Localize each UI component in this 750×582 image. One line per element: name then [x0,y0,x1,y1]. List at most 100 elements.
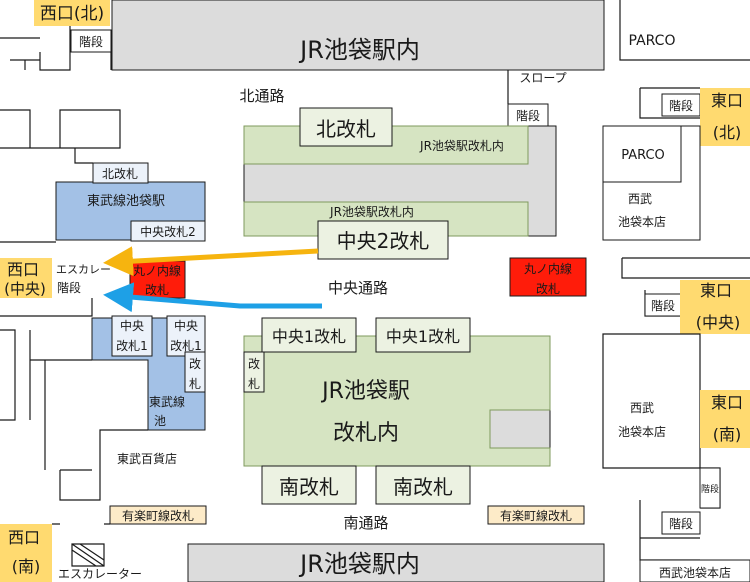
west-south-exit-label-2: (南) [12,557,41,576]
jr-north-gate[interactable] [299,107,393,147]
south-passage-label: 南通路 [343,514,388,532]
tobu-lower-label-1: 東武線 [149,394,185,409]
jr-central1-gate-b-label: 中央1改札 [386,327,460,346]
route-arrow-blue [103,282,322,313]
seibu-north-label-1: 西武 [628,192,652,206]
parco-top-label: PARCO [629,33,676,49]
wall-west-center [0,241,93,317]
tobu-north-gate-label: 北改札 [102,167,138,181]
parco-right-label: PARCO [621,148,665,163]
east-south-exit-label-2: (南) [713,425,742,444]
west-center-exit-label-2: (中央) [4,280,46,298]
jr-bottom-label: JR池袋駅内 [298,550,420,578]
tobu-dept-label: 東武百貨店 [117,451,177,466]
east-center-exit-label-2: (中央) [696,313,741,332]
jr-station-label-1: JR池袋駅 [320,379,410,404]
jr-bottom-block [187,543,605,582]
west-north-exit[interactable] [34,0,110,26]
jr-central2-gate[interactable] [317,220,449,260]
wall-parco-top [619,0,750,61]
seibu-south-label-1: 西武 [630,401,654,415]
jr-north-gate-label: 北改札 [316,117,376,141]
jr-side-gate-1: 改 [248,357,260,371]
jr-central1-gate-a[interactable] [261,317,357,353]
tobu-central1-a-label-1: 中央 [120,318,144,333]
east-south-exit[interactable] [700,390,750,448]
jr-south-gate-b[interactable] [375,465,471,505]
marunouchi-right-label-2: 改札 [536,282,560,296]
marunouchi-left-label-2: 改札 [145,283,169,297]
jr-station-label-2: 改札内 [333,421,399,446]
marunouchi-left-label-1: 丸ノ内線 [133,263,181,278]
stairs-east-south-a [699,467,721,509]
jr-central1-gate-a-label: 中央1改札 [272,327,346,346]
marunouchi-right-label-1: 丸ノ内線 [524,261,572,276]
west-center-exit-label-1: 西口 [7,260,39,279]
tobu-central1-a-label-2: 改札1 [116,339,148,353]
stairs-east-south-b-label: 階段 [669,516,693,531]
tobu-central1-b-label-1: 中央 [174,318,198,333]
west-center-exit[interactable] [0,258,52,298]
jr-south-gate-a-label: 南改札 [279,475,339,499]
tobu-vertical-gate-1: 改 [189,357,201,371]
yurakucho-gate-right[interactable] [487,505,585,525]
stairs-west-label: 階段 [57,280,81,295]
east-north-exit-label-2: (北) [713,123,742,142]
jr-central1-gate-b[interactable] [375,317,471,353]
seibu-north-label-2: 池袋本店 [618,215,666,229]
stairs-top-left-label: 階段 [79,34,103,49]
stairs-east-south-b [661,511,701,535]
north-passage-label: 北通路 [239,87,284,105]
wall-left-lower [0,329,148,501]
stairs-east-south-a-label: 階段 [701,483,719,495]
stairs-east-center-label: 階段 [651,298,675,313]
west-south-exit-label-1: 西口 [8,528,40,547]
seibu-bottom-label: 西武池袋本店 [659,566,731,580]
slope-label: スロープ [519,71,566,85]
jr-south-gate-b-label: 南改札 [393,475,453,499]
tobu-central2-gate[interactable] [130,220,206,242]
yurakucho-gate-left[interactable] [109,505,207,525]
jr-side-gate[interactable] [243,351,265,393]
west-north-exit-label: 西口(北) [40,4,104,24]
west-south-exit[interactable] [0,524,52,582]
seibu-south-label-2: 池袋本店 [618,425,666,439]
central-passage-label: 中央通路 [328,279,388,297]
marunouchi-left-gate[interactable] [129,260,186,299]
seibu-bottom-block [639,559,750,582]
jr-central2-gate-label: 中央2改札 [337,229,430,253]
tobu-station-label: 東武線池袋駅 [87,193,165,209]
jr-north-inside-label-b: JR池袋駅改札内 [329,205,414,219]
wall-tobu-outer [0,109,121,164]
marunouchi-right-gate[interactable] [509,257,587,297]
wall-top-left [0,0,112,71]
east-south-exit-label-1: 東口 [711,393,743,412]
tobu-central1-b-label-2: 改札1 [170,339,202,353]
jr-top-block [111,0,605,71]
tobu-central1-gate-a[interactable] [111,315,153,357]
yurakucho-left-label: 有楽町線改札 [122,508,194,523]
east-north-exit[interactable] [700,88,750,146]
route-arrow-yellow [103,246,319,277]
jr-side-gate-2: 札 [248,377,260,391]
stairs-slope-label: 階段 [516,108,540,123]
jr-north-inside-label-a: JR池袋駅改札内 [419,139,504,153]
tobu-vertical-gate[interactable] [184,351,206,393]
parco-right-box [602,125,682,183]
tobu-central2-gate-label: 中央改札2 [140,224,196,239]
stairs-top-left [70,29,112,53]
tobu-north-gate[interactable] [92,162,149,184]
escalator-bottom-label: エスカレーター [58,567,142,581]
tobu-central1-gate-b[interactable] [166,315,206,357]
tobu-lower-label-2: 池 [154,414,166,428]
stairs-east-north-label: 階段 [669,98,693,113]
wall-right-top [639,87,700,119]
yurakucho-right-label: 有楽町線改札 [500,508,572,523]
tobu-vertical-gate-2: 札 [189,377,201,391]
jr-south-gate-a[interactable] [261,465,357,505]
wall-escalator [52,523,110,567]
escalator-west-label: エスカレー [56,263,111,276]
jr-top-label: JR池袋駅内 [298,36,420,64]
east-center-exit[interactable] [680,280,750,334]
